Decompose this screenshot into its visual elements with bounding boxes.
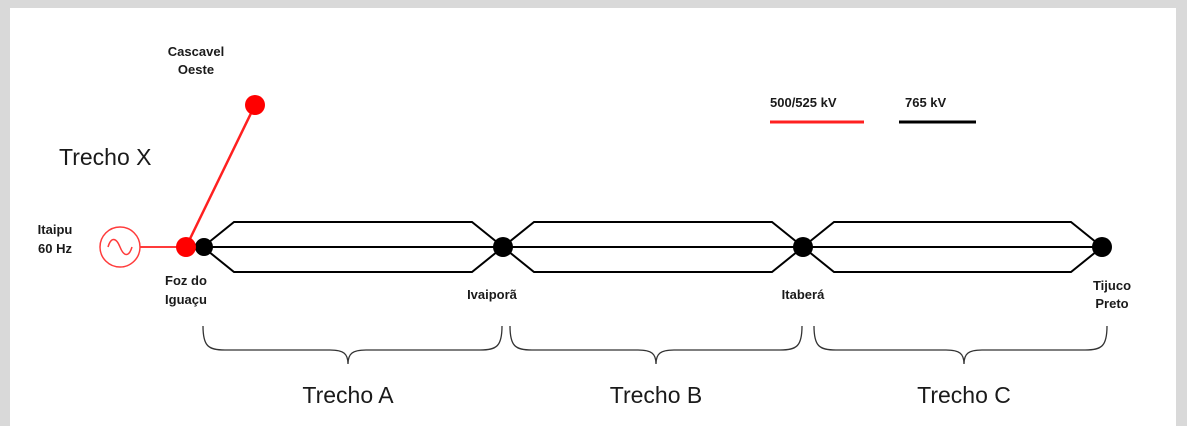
- legend-500kv-label: 500/525 kV: [770, 95, 837, 110]
- node-tijuco-preto: [1092, 237, 1112, 257]
- circuit-b-lower-line: [502, 246, 804, 273]
- label-cascavel-line2: Oeste: [178, 62, 214, 77]
- node-foz-do-iguacu-500kv: [176, 237, 196, 257]
- label-itaipu-line1: Itaipu: [38, 222, 73, 237]
- label-tijuco-line1: Tijuco: [1093, 278, 1131, 293]
- circuit-trecho-a: [202, 221, 504, 273]
- circuit-b-upper-line: [502, 221, 804, 248]
- circuit-c-upper-line: [802, 221, 1103, 248]
- label-trecho-c: Trecho C: [917, 382, 1011, 408]
- ac-generator-icon: [99, 226, 141, 268]
- label-ivaipora: Ivaiporã: [467, 287, 518, 302]
- label-tijuco-line2: Preto: [1095, 296, 1128, 311]
- circuit-trecho-b: [502, 221, 804, 273]
- label-foz-line1: Foz do: [165, 273, 207, 288]
- diagram-canvas: 500/525 kV 765 kV Cascavel Oeste Itaipu …: [10, 8, 1176, 426]
- line-trecho-x: [184, 104, 257, 248]
- sine-wave-icon: [107, 238, 133, 256]
- node-cascavel-oeste: [245, 95, 265, 115]
- node-foz-do-iguacu-765kv: [195, 238, 213, 256]
- circuit-a-lower-line: [202, 246, 504, 273]
- label-itaipu-line2: 60 Hz: [38, 241, 72, 256]
- label-itabera: Itaberá: [782, 287, 825, 302]
- circuit-c-lower-line: [802, 246, 1103, 273]
- brace-trecho-c: [813, 325, 1108, 365]
- node-ivaipora: [493, 237, 513, 257]
- brace-trecho-b: [509, 325, 803, 365]
- label-cascavel-line1: Cascavel: [168, 44, 224, 59]
- label-trecho-x: Trecho X: [59, 144, 151, 170]
- label-foz-line2: Iguaçu: [165, 292, 207, 307]
- brace-trecho-a: [202, 325, 503, 365]
- node-itabera: [793, 237, 813, 257]
- label-trecho-a: Trecho A: [302, 382, 394, 408]
- circuit-trecho-c: [802, 221, 1103, 273]
- circuit-a-upper-line: [202, 221, 504, 248]
- transmission-diagram: 500/525 kV 765 kV Cascavel Oeste Itaipu …: [38, 44, 1131, 408]
- legend-765kv-label: 765 kV: [905, 95, 947, 110]
- label-trecho-b: Trecho B: [610, 382, 702, 408]
